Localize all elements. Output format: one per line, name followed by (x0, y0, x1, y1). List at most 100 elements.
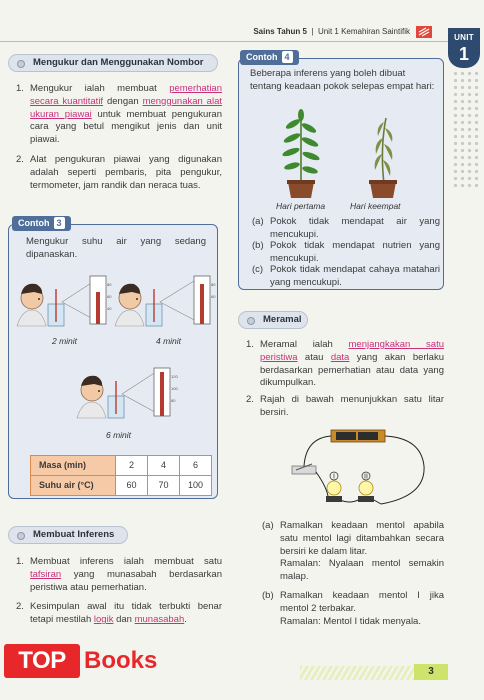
section1-list: 1. Mengukur ialah membuat pemerhatian se… (16, 83, 222, 200)
item-text: . (184, 614, 187, 626)
header-year: Tahun 5 (276, 27, 307, 36)
bulb-1-icon (326, 480, 342, 502)
highlight-text: logik (93, 614, 114, 626)
svg-text:60: 60 (211, 294, 216, 299)
observer-figure-2 (114, 283, 145, 327)
bullet-dot-icon (247, 317, 255, 325)
unit-tab: UNIT 1 (448, 28, 480, 68)
contoh4-option-c: (c) Pokok tidak mendapat cahaya matahari… (252, 264, 440, 290)
highlight-text: pemerhatian secara kuantitatif (30, 83, 222, 107)
svg-text:80: 80 (171, 398, 176, 403)
item-text: Kesimpulan awal itu tidak terbukti benar… (30, 601, 222, 626)
answer-text: Ramalan: Mentol I tidak menyala. (280, 615, 421, 627)
option-label: (a) (262, 520, 274, 531)
section-title-meramal: Meramal (238, 311, 308, 329)
section-title-inferens: Membuat Inferens (8, 526, 128, 544)
section3-list: 1. Meramal ialah menjangkakan satu peris… (246, 339, 444, 427)
unit-tab-number: 1 (458, 43, 469, 64)
page-header: Sains Tahun 5 | Unit 1 Kemahiran Saintif… (0, 24, 448, 42)
option-text: Pokok tidak mendapat nutrien yang mencuk… (270, 240, 440, 264)
bullet-dot-icon (17, 60, 25, 68)
table-cell: 2 (115, 455, 148, 476)
table-cell: 60 (115, 475, 148, 496)
highlight-text: munasabah (134, 614, 185, 626)
contoh-label: Contoh (246, 52, 278, 62)
item-text: Mengukur ialah membuat (30, 83, 170, 94)
switch-icon (291, 463, 317, 475)
header-book: Sains (253, 27, 275, 36)
list-item: 2. Alat pengukuran piawai yang digunakan… (16, 154, 222, 192)
svg-text:80: 80 (107, 282, 112, 287)
meramal-option-b: (b) Ramalkan keadaan mentol I jika mento… (262, 590, 446, 630)
item-text: dengan (103, 95, 143, 107)
footer-stripes (300, 666, 448, 680)
item-number: 2. (246, 394, 254, 406)
highlight-text: menjangkakan satu peristiwa (260, 339, 444, 363)
list-item: 1. Meramal ialah menjangkakan satu peris… (246, 339, 444, 390)
contoh3-text: Mengukur suhu air yang sedang dipanaskan… (26, 236, 206, 260)
item-number: 2. (16, 154, 24, 166)
contoh4-option-b: (b) Pokok tidak mendapat nutrien yang me… (252, 240, 440, 266)
header-unit-text: Unit 1 Kemahiran Saintifik (317, 27, 410, 36)
list-item: 2. Kesimpulan awal itu tidak terbukti be… (16, 601, 222, 627)
item-number: 1. (246, 339, 254, 350)
table-row: Suhu air (°C) 60 70 100 (30, 475, 212, 496)
table-cell: 4 (147, 455, 180, 476)
side-dot-pattern (452, 70, 480, 190)
temperature-table: Masa (min) 2 4 6 Suhu air (°C) 60 70 100 (30, 455, 212, 496)
bulb-2-icon (358, 480, 374, 502)
option-label: (b) (262, 590, 274, 601)
contoh-number: 4 (281, 51, 293, 64)
section2-list: 1. Membuat inferens ialah membuat satu t… (16, 556, 222, 634)
svg-text:80: 80 (211, 282, 216, 287)
contoh-number: 3 (53, 217, 65, 230)
list-item: 1. Membuat inferens ialah membuat satu t… (16, 556, 222, 594)
list-item: 1. Mengukur ialah membuat pemerhatian se… (16, 83, 222, 147)
svg-text:60: 60 (107, 294, 112, 299)
caption-4-minit: 4 minit (156, 336, 182, 346)
wilted-plant-icon (369, 117, 397, 198)
option-text: Pokok tidak mendapat air yang mencukupi. (270, 216, 440, 240)
caption-hari-keempat: Hari keempat (350, 201, 401, 211)
stack-logo-icon (416, 26, 432, 38)
header-text: Sains Tahun 5 | Unit 1 Kemahiran Saintif… (253, 27, 410, 36)
option-label: (a) (252, 216, 264, 227)
observer-figure-3 (76, 375, 107, 419)
table-header-cell: Masa (min) (30, 455, 116, 476)
section-title-mengukur: Mengukur dan Menggunakan Nombor (8, 54, 218, 72)
header-divider (0, 41, 448, 42)
item-text: Meramal ialah (260, 339, 349, 350)
table-row: Masa (min) 2 4 6 (30, 455, 212, 476)
caption-6-minit: 6 minit (106, 430, 132, 440)
highlight-text: tafsiran (30, 568, 62, 580)
item-text: yang akan berlaku berdasarkan pemerhatia… (260, 351, 444, 389)
item-text: yang munasabah berdasarkan peristiwa ata… (30, 568, 222, 593)
contoh4-option-a: (a) Pokok tidak mendapat air yang mencuk… (252, 216, 440, 242)
item-text: atau (297, 351, 331, 363)
contoh4-text: Beberapa inferens yang boleh dibuat tent… (250, 68, 435, 92)
item-text: dan (113, 614, 135, 626)
caption-hari-pertama: Hari pertama (276, 201, 326, 211)
svg-text:40: 40 (107, 306, 112, 311)
option-text: Ramalkan keadaan mentol I jika mentol 2 … (280, 590, 444, 628)
table-cell: 100 (179, 475, 212, 496)
section-title-text: Mengukur dan Menggunakan Nombor (33, 57, 204, 68)
table-header-cell: Suhu air (°C) (30, 475, 116, 496)
highlight-text: data (330, 351, 350, 363)
plant-illustration (282, 109, 397, 198)
list-item: 2. Rajah di bawah menunjukkan satu litar… (246, 394, 444, 420)
topbooks-watermark: TOP Books (2, 644, 182, 680)
table-cell: 6 (179, 455, 212, 476)
item-number: 2. (16, 601, 24, 613)
item-number: 1. (16, 83, 24, 94)
contoh3-box (8, 224, 218, 499)
caption-2-minit: 2 minit (52, 336, 78, 346)
observer-figure-1 (16, 283, 47, 327)
highlight-text: menggunakan alat ukuran piawai (30, 95, 223, 120)
contoh-label: Contoh (18, 218, 50, 228)
bullet-dot-icon (17, 532, 25, 540)
table-cell: 70 (147, 475, 180, 496)
